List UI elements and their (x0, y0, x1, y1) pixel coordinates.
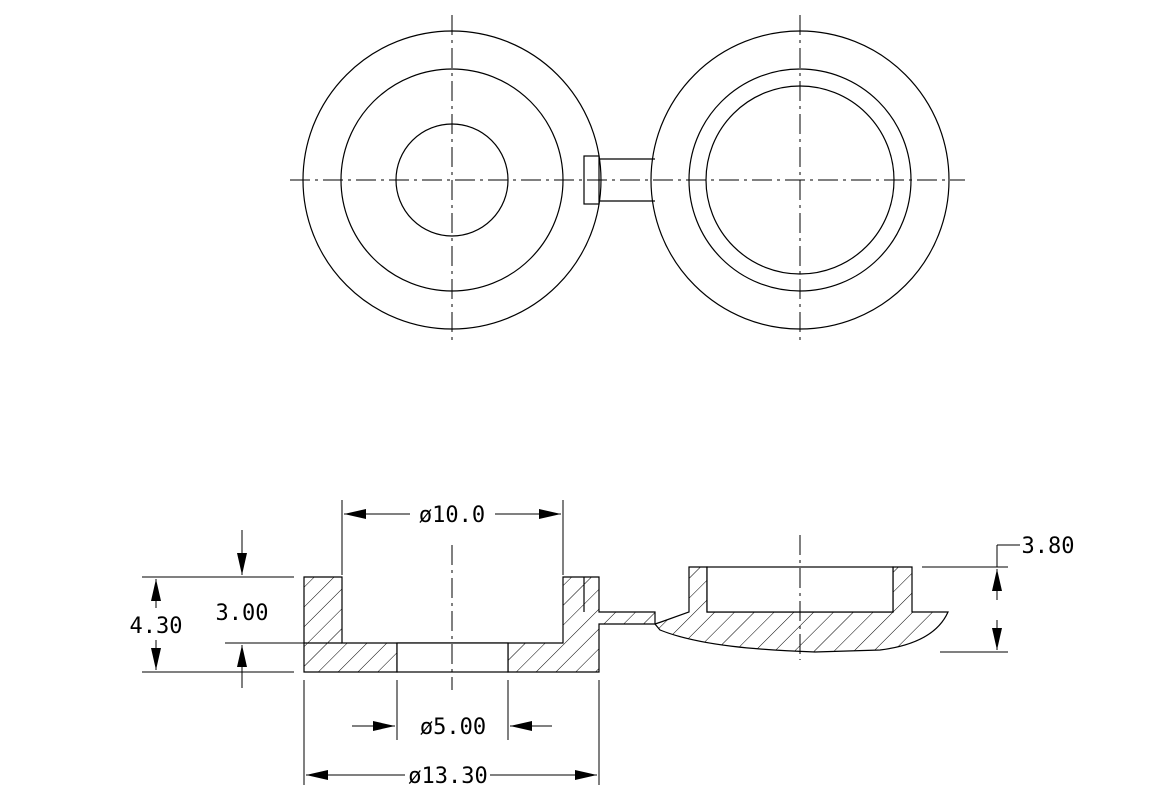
dim-outer-diameter: ø13.30 (408, 764, 487, 789)
hinge-band (599, 158, 655, 202)
top-centerlines (290, 15, 965, 345)
dimension-lines (151, 509, 1002, 780)
section-view (303, 566, 949, 673)
extension-lines (142, 500, 1020, 785)
dim-total-height: 4.30 (130, 614, 183, 639)
dim-cup-depth: 3.00 (216, 601, 269, 626)
section-centerlines (451, 535, 801, 690)
dim-inner-diameter: ø10.0 (419, 503, 485, 528)
dim-lid-height: 3.80 (1022, 534, 1075, 559)
dim-hole-diameter: ø5.00 (420, 715, 486, 740)
